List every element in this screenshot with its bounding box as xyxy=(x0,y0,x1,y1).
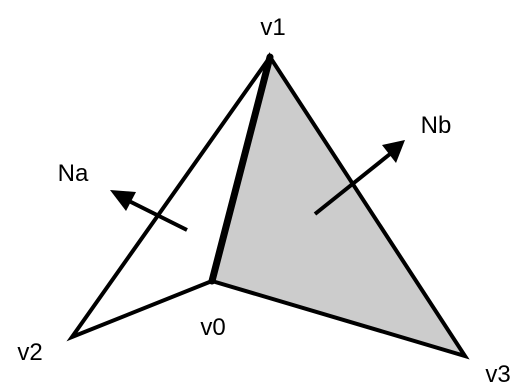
label-nb: Nb xyxy=(421,112,452,139)
face-b xyxy=(209,52,470,360)
normal-na-arrow xyxy=(110,190,188,232)
label-na: Na xyxy=(58,160,89,187)
shared-edge-v0-v1 xyxy=(208,53,274,285)
normal-nb-arrow xyxy=(313,140,405,216)
label-v0: v0 xyxy=(200,314,225,341)
label-v3: v3 xyxy=(485,361,510,387)
label-v1: v1 xyxy=(260,14,285,41)
label-v2: v2 xyxy=(17,339,42,366)
